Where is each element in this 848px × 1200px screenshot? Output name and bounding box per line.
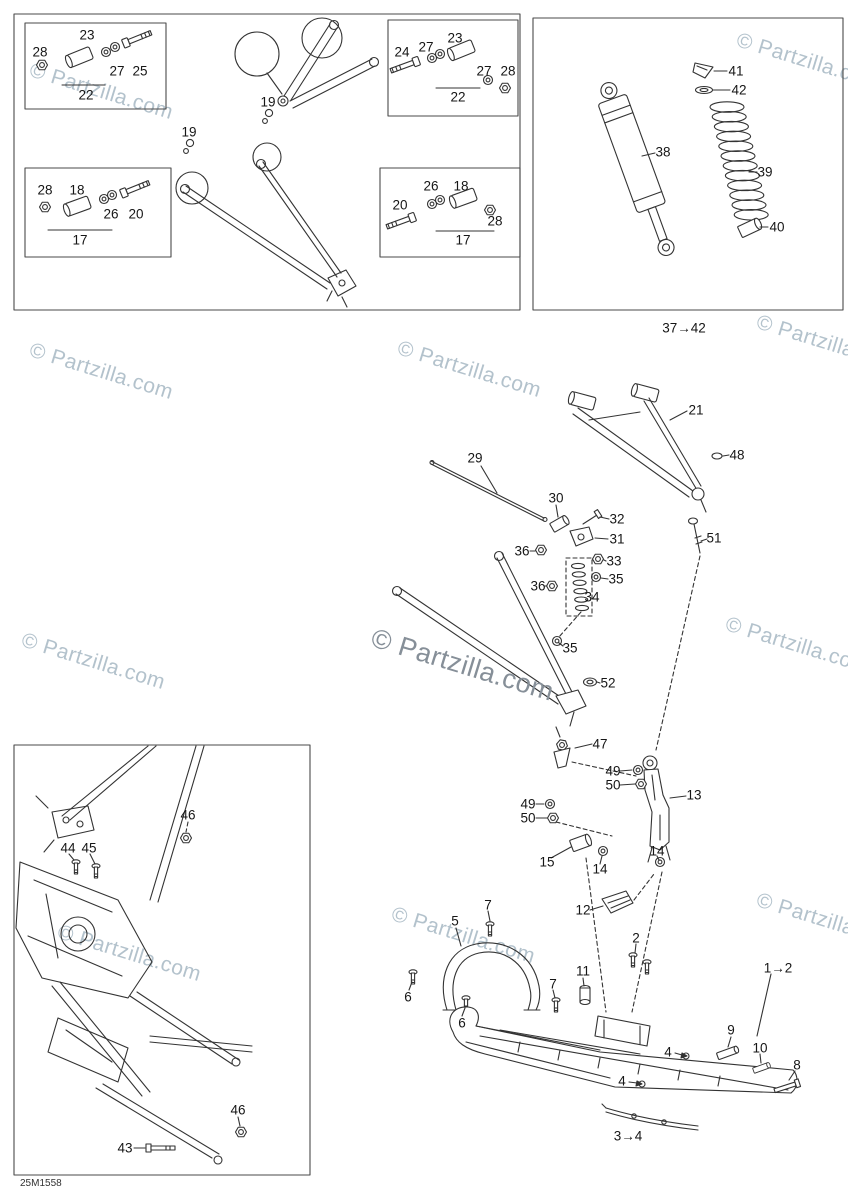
link-hardware-drawing: [534, 509, 605, 617]
hardware-group-mid-left: [38, 178, 152, 231]
ball-joint-bolt-drawing: [687, 517, 703, 554]
frame-drawing: [15, 745, 253, 1165]
lower-a-arm-inset-drawing: [175, 142, 357, 308]
lower-a-arm-main-drawing: [391, 550, 598, 727]
diagram-code: 25M1558: [20, 1178, 62, 1189]
ski-bolts-drawing: [408, 921, 652, 1013]
coil-spring-drawing: [709, 101, 769, 221]
ski-drawing: [449, 1006, 802, 1094]
dashed-lines: [185, 555, 701, 1013]
spring-oring-drawing: [694, 85, 714, 95]
hardware-group-upper-left: [35, 28, 154, 86]
spindle-drawing: [544, 755, 671, 868]
upper-a-arm-main-drawing: [566, 382, 723, 513]
hardware-group-upper-right: [388, 38, 512, 94]
spring-cap-drawing: [692, 62, 714, 79]
ski-handle-drawing: [442, 942, 541, 1011]
rubber-stop-drawing: [601, 890, 634, 914]
sway-bar-drawing: [429, 459, 548, 523]
leader-lines: [68, 70, 796, 1149]
section-boxes: [13, 13, 844, 1176]
upper-a-arm-inset-drawing: [183, 17, 380, 154]
hardware-group-mid-right: [384, 187, 497, 232]
shock-absorber-drawing: [598, 81, 675, 257]
ski-runner-drawing: [601, 1103, 699, 1131]
spring-adjuster-drawing: [737, 217, 763, 238]
bushing-stack-drawing: [565, 557, 593, 617]
ball-joint-drawing: [553, 726, 571, 769]
